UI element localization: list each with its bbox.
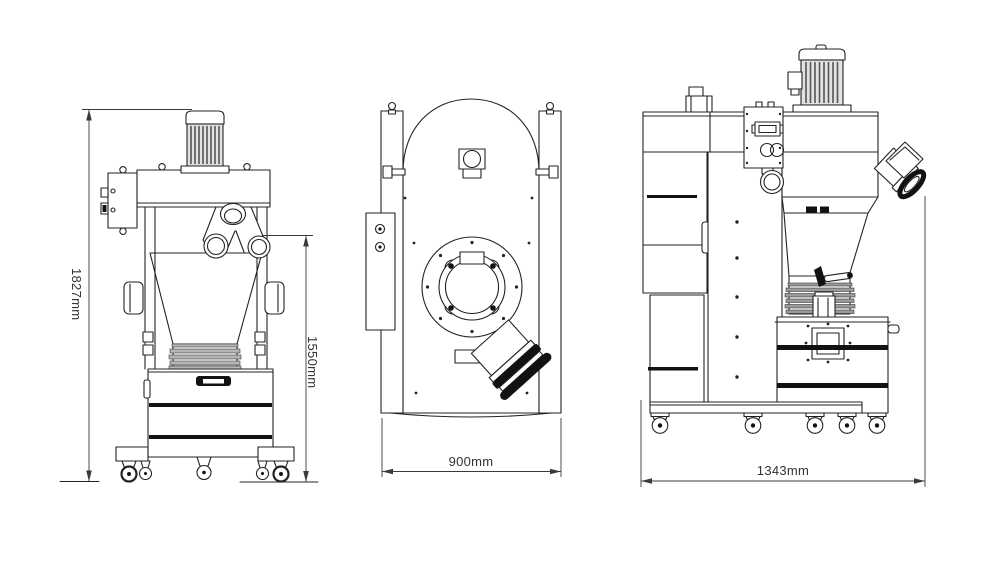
cyclone-cone [783, 212, 869, 277]
caster [120, 460, 138, 483]
motor-flange [792, 104, 852, 113]
front-casters [115, 446, 295, 483]
dimension-width: 1343mm [640, 196, 926, 487]
dimension-overall-height: 1827mm [69, 109, 192, 482]
cabinet [143, 368, 274, 458]
bolt-holes [425, 240, 519, 334]
toggle-clamp [814, 266, 853, 287]
inlet-port-top [219, 202, 247, 226]
caster [650, 412, 670, 434]
motor-flange [180, 165, 230, 174]
side-handles [382, 165, 559, 179]
side-casters [650, 412, 887, 434]
caster [805, 412, 825, 434]
mount-bracket [365, 212, 396, 331]
hose-port [759, 169, 785, 195]
dust-bin [774, 316, 900, 414]
base-platform [649, 401, 863, 414]
caster [138, 460, 153, 481]
bolt-icon [158, 163, 166, 171]
caster [867, 412, 887, 434]
duct-cap [885, 141, 924, 179]
junction-box [787, 71, 803, 90]
caster [196, 456, 212, 481]
blower-inlet [421, 236, 523, 338]
caster [837, 412, 857, 434]
lower-left-box [648, 294, 705, 404]
lid-port [458, 148, 486, 179]
ground-line [59, 480, 319, 483]
cyclone [781, 151, 879, 277]
side-rail-right [538, 110, 562, 414]
side-latch [143, 379, 151, 399]
motor-side [787, 44, 852, 113]
rail-bolts [387, 101, 555, 115]
hopper-funnel [149, 252, 263, 345]
control-panel [743, 101, 785, 179]
bin-side-port [887, 324, 900, 334]
top-view: 900mm [365, 98, 562, 477]
inlet-manifold [202, 202, 271, 259]
filter-tower [707, 151, 783, 404]
switch-box [100, 166, 138, 235]
motor-fins [805, 62, 839, 103]
dimension-depth: 900mm [381, 418, 562, 477]
bolt-icon [243, 163, 251, 171]
outrigger-right [257, 446, 295, 462]
motor-front [180, 110, 230, 174]
knob-icon [769, 142, 785, 158]
front-view: 1827mm 1550mm [59, 109, 320, 483]
rivet-dots [403, 196, 534, 395]
outrigger-left [115, 446, 149, 462]
caster [743, 412, 763, 434]
width-label: 1343mm [757, 463, 809, 478]
outlet-nozzle [470, 319, 552, 400]
filter-box [642, 151, 711, 294]
side-view: 1343mm [640, 44, 927, 487]
motor-fins [190, 126, 220, 164]
caster [272, 460, 290, 483]
caster [255, 460, 270, 481]
leg-brackets [123, 281, 285, 315]
inlet-height-label: 1550mm [305, 336, 320, 388]
exhaust-stub [685, 86, 713, 113]
panel-bolts [804, 322, 852, 364]
inlet-duct [873, 141, 927, 200]
knob-icon [759, 142, 775, 158]
pleated-collar-front [168, 343, 242, 370]
overall-height-label: 1827mm [69, 268, 84, 320]
depth-label: 900mm [449, 454, 494, 469]
dimension-inlet-height: 1550mm [263, 235, 320, 482]
